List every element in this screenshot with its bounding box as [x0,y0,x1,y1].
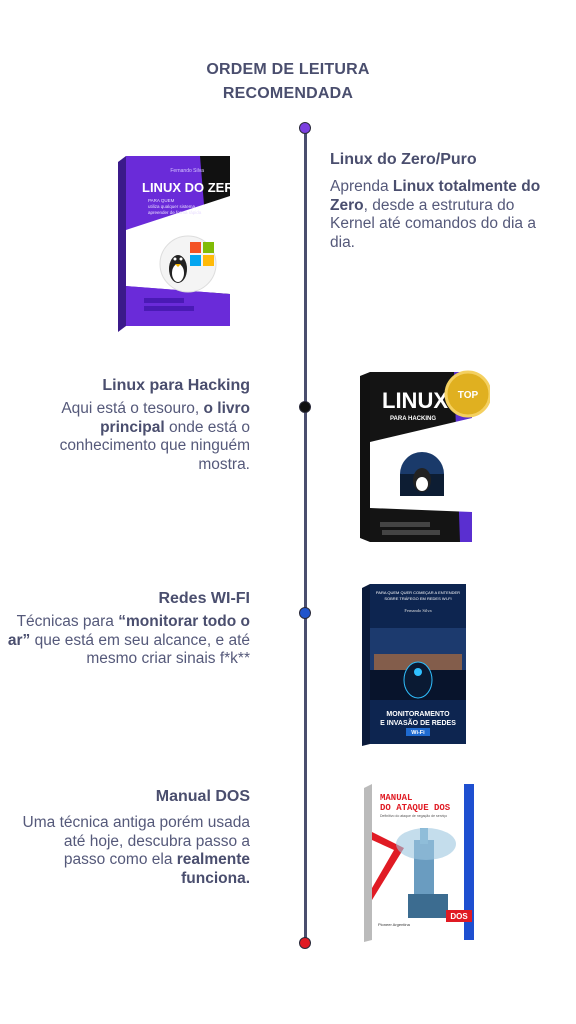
book3-tag: Wi-Fi [411,730,425,736]
timeline-dot-4 [299,937,311,949]
book2-badge: TOP [458,390,479,401]
page-heading: ORDEM DE LEITURA RECOMENDADA [0,58,576,106]
book4-tag: DOS [450,912,468,921]
timeline-dot-1 [299,122,311,134]
item-desc-linux-hacking: Aqui está o tesouro, o livro principal o… [59,400,250,473]
item-desc-manual-dos: Uma técnica antiga porém usada até hoje,… [22,814,250,887]
heading-line-2: RECOMENDADA [222,85,354,102]
book-cover-redes-wifi: PARA QUEM QUER COMEÇAR A ENTENDER SOBRE … [362,584,466,746]
item-desc-linux-zero: Aprenda Linux totalmente do Zero, desde … [330,178,541,251]
item-desc-redes-wifi: Técnicas para “monitorar todo o ar” que … [7,613,250,667]
book2-subtitle: PARA HACKING [390,416,436,422]
book-cover-linux-hacking: LINUX PARA HACKING TOP [360,370,490,542]
book4-subtitle: Definitivo do ataque de negação de servi… [380,814,447,818]
svg-text:PARA QUEM QUER COMEÇAR A ENTEN: PARA QUEM QUER COMEÇAR A ENTENDER [376,590,460,595]
book3-author: Fernando Silva [404,608,431,613]
book4-title-1: MANUAL [380,793,412,803]
timeline-dot-2 [299,401,311,413]
svg-text:SOBRE TRÁFEGO EM REDES WI-FI: SOBRE TRÁFEGO EM REDES WI-FI [384,596,451,601]
book3-title-1: MONITORAMENTO [386,711,450,718]
book1-title: LINUX DO ZERO [142,180,234,195]
item-title-manual-dos: Manual DOS [155,788,250,805]
book-cover-linux-zero: Fernando Silva LINUX DO ZERO PARA QUEM u… [118,156,234,332]
item-title-linux-hacking: Linux para Hacking [102,377,250,394]
timeline-dot-3 [299,607,311,619]
timeline-line [304,128,307,946]
book4-author: Pioneer Argentina [378,922,411,927]
book-cover-manual-dos: MANUAL DO ATAQUE DOS Definitivo do ataqu… [364,784,474,942]
item-title-linux-zero: Linux do Zero/Puro [330,151,477,168]
item-title-redes-wifi: Redes WI-FI [158,590,250,607]
svg-text:PARA QUEM: PARA QUEM [148,198,175,203]
book2-title: LINUX [382,388,448,413]
book4-title-2: DO ATAQUE DOS [380,803,451,813]
svg-text:utiliza qualquer sistema: utiliza qualquer sistema [148,204,196,209]
heading-line-1: ORDEM DE LEITURA [206,61,370,78]
book3-title-2: E INVASÃO DE REDES [380,718,456,727]
book1-author: Fernando Silva [170,168,204,174]
svg-text:apreender de forma rápida: apreender de forma rápida [148,210,202,215]
